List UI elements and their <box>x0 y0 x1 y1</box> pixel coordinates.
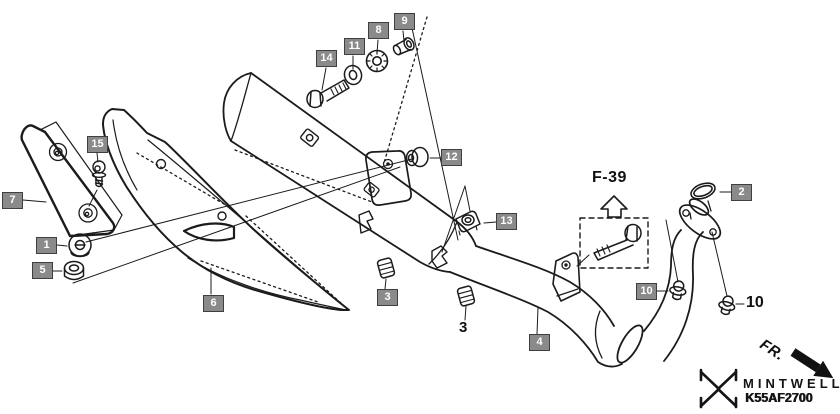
washer-11 <box>343 64 363 86</box>
exhaust-pipe-4 <box>431 198 722 368</box>
cap-nut-10b <box>718 295 736 316</box>
shield-hole-upper <box>155 158 167 170</box>
fr-arrow-icon <box>790 348 834 379</box>
l-hook <box>431 245 448 269</box>
heat-shield-6 <box>102 108 350 311</box>
part-label-15[interactable]: 15 <box>87 136 108 153</box>
part-label-3[interactable]: 3 <box>377 289 398 306</box>
pipe-bracket <box>552 252 581 302</box>
part-label-13[interactable]: 13 <box>496 213 517 230</box>
cap-nut-10a <box>669 280 687 301</box>
collar-5 <box>63 260 85 281</box>
shield-hole-lower <box>217 211 227 221</box>
shield-bottom-double <box>187 257 347 311</box>
muffler-bracket <box>358 150 412 234</box>
nut-12 <box>405 146 429 168</box>
bolt-15 <box>91 160 107 188</box>
catalog-code: K55AF2700 <box>745 391 813 405</box>
part-label-2[interactable]: 2 <box>731 184 752 201</box>
plate-grommet-upper <box>48 142 68 162</box>
plate-grommet-lower <box>78 203 98 223</box>
o-ring-2 <box>690 182 716 200</box>
part-label-14[interactable]: 14 <box>316 50 337 67</box>
part-label-3-plain[interactable]: 3 <box>459 319 468 336</box>
bracket-clip <box>363 181 380 198</box>
part-label-7[interactable]: 7 <box>2 192 23 209</box>
muffler-clip <box>300 128 320 147</box>
dashed-box <box>579 217 649 269</box>
pipe-seam <box>594 310 603 359</box>
clip-nut-13 <box>455 210 481 236</box>
stay-plate <box>39 121 123 236</box>
pipe-end-cap <box>616 324 644 364</box>
part-label-5[interactable]: 5 <box>32 262 53 279</box>
shield-louver <box>182 222 236 242</box>
rubber-3a <box>376 257 396 279</box>
part-label-9[interactable]: 9 <box>394 13 415 30</box>
muffler-nose-seam <box>230 72 252 142</box>
part-label-10[interactable]: 10 <box>636 283 657 300</box>
part-label-6[interactable]: 6 <box>203 295 224 312</box>
part-label-12[interactable]: 12 <box>441 149 462 166</box>
guard-plate-7 <box>20 121 123 238</box>
shield-hem-upper <box>147 139 334 298</box>
collar-9 <box>392 37 415 56</box>
grommet-1 <box>68 233 92 258</box>
stitch-lines <box>136 16 428 306</box>
f39-arrow-icon <box>600 195 628 218</box>
brand-logo-icon <box>699 368 738 409</box>
mount-bolt-reference <box>576 217 649 269</box>
watermark-brand: MINTWELL <box>743 376 840 391</box>
part-label-1[interactable]: 1 <box>36 237 57 254</box>
bolt-14 <box>306 79 350 109</box>
part-label-4[interactable]: 4 <box>529 334 550 351</box>
shield-hem-left <box>112 119 138 191</box>
muffler-body <box>222 72 477 273</box>
part-label-8[interactable]: 8 <box>368 22 389 39</box>
part-label-10-plain[interactable]: 10 <box>746 294 764 311</box>
mount-bolt <box>576 223 642 267</box>
header-flange <box>678 198 722 240</box>
l-clip <box>358 210 374 234</box>
damper-8 <box>365 49 389 73</box>
rubber-3b <box>456 285 476 307</box>
part-label-11[interactable]: 11 <box>344 38 365 55</box>
section-reference-f39[interactable]: F-39 <box>592 169 627 186</box>
